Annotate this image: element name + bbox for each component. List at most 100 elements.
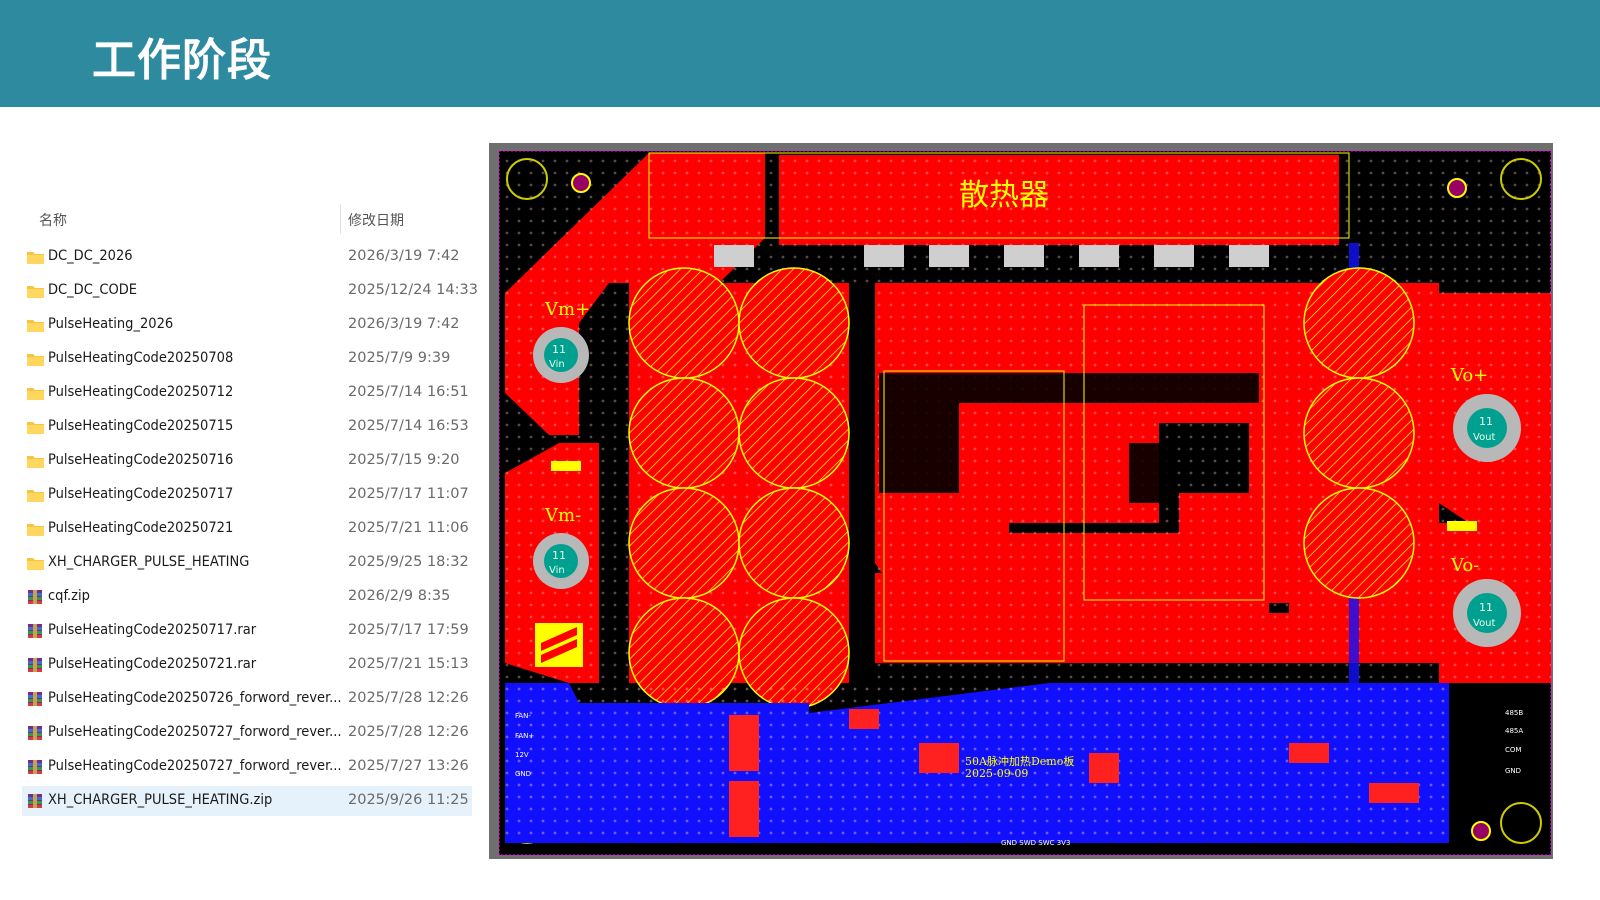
file-name: PulseHeatingCode20250712 [48, 384, 234, 400]
file-name: PulseHeatingCode20250721.rar [48, 656, 257, 672]
pcb-layout-image: 散热器 Vm+ 11 Vin Vm- [489, 143, 1553, 859]
file-row[interactable]: PulseHeatingCode20250727_forword_rever..… [22, 752, 472, 782]
modified-date: 2026/3/19 7:42 [348, 316, 460, 332]
folder-icon [27, 487, 44, 502]
modified-date: 2025/7/21 11:06 [348, 520, 469, 536]
modified-date: 2025/7/27 13:26 [348, 758, 469, 774]
file-name: XH_CHARGER_PULSE_HEATING.zip [48, 792, 273, 808]
svg-text:485A: 485A [1505, 727, 1523, 735]
file-name: PulseHeatingCode20250716 [48, 452, 234, 468]
svg-text:FAN-: FAN- [515, 712, 531, 720]
heatsink-label: 散热器 [959, 178, 1049, 213]
folder-row[interactable]: PulseHeatingCode20250721 2025/7/21 11:06 [22, 514, 472, 544]
capacitor-group [628, 267, 1415, 709]
modified-date: 2025/7/9 9:39 [348, 350, 451, 366]
svg-text:11: 11 [552, 549, 566, 562]
folder-icon [27, 453, 44, 468]
archive-icon [27, 759, 44, 774]
folder-row[interactable]: PulseHeating_2026 2026/3/19 7:42 [22, 310, 472, 340]
file-name: DC_DC_CODE [48, 282, 138, 298]
folder-row[interactable]: PulseHeatingCode20250715 2025/7/14 16:53 [22, 412, 472, 442]
archive-icon [27, 623, 44, 638]
folder-row[interactable]: PulseHeatingCode20250712 2025/7/14 16:51 [22, 378, 472, 408]
folder-icon [27, 351, 44, 366]
file-name: PulseHeatingCode20250717 [48, 486, 234, 502]
svg-text:12V: 12V [515, 751, 529, 759]
file-name: PulseHeating_2026 [48, 316, 174, 332]
modified-date: 2025/9/25 18:32 [348, 554, 469, 570]
svg-text:11: 11 [552, 343, 566, 356]
mosfet-row [714, 245, 1269, 267]
modified-date: 2026/3/19 7:42 [348, 248, 460, 264]
file-name: DC_DC_2026 [48, 248, 133, 264]
svg-text:Vm-: Vm- [544, 505, 581, 526]
column-header-name[interactable]: 名称 [39, 213, 67, 229]
modified-date: 2025/7/28 12:26 [348, 690, 469, 706]
archive-icon [27, 725, 44, 740]
svg-text:Vout: Vout [1473, 432, 1496, 443]
terminal-vm-minus: Vm- 11 Vin [533, 505, 589, 589]
terminal-vo-minus: Vo- 11 Vout [1450, 555, 1521, 647]
terminal-vm-plus: Vm+ 11 Vin [533, 299, 590, 383]
file-name: PulseHeatingCode20250721 [48, 520, 234, 536]
modified-date: 2025/7/17 17:59 [348, 622, 469, 638]
archive-icon [27, 691, 44, 706]
column-header-modified[interactable]: 修改日期 [348, 213, 404, 229]
folder-row[interactable]: PulseHeatingCode20250717 2025/7/17 11:07 [22, 480, 472, 510]
svg-text:FAN+: FAN+ [515, 732, 534, 740]
folder-icon [27, 317, 44, 332]
modified-date: 2025/7/14 16:53 [348, 418, 469, 434]
svg-text:11: 11 [1479, 601, 1493, 614]
svg-text:Vm+: Vm+ [544, 299, 590, 320]
terminal-vo-plus: Vo+ 11 Vout [1450, 365, 1521, 462]
svg-text:COM: COM [1505, 746, 1521, 754]
file-row[interactable]: cqf.zip 2026/2/9 8:35 [22, 582, 472, 612]
column-divider[interactable] [340, 204, 341, 234]
file-row[interactable]: XH_CHARGER_PULSE_HEATING.zip 2025/9/26 11… [22, 786, 472, 816]
folder-icon [27, 249, 44, 264]
folder-row[interactable]: DC_DC_2026 2026/3/19 7:42 [22, 242, 472, 272]
modified-date: 2025/7/17 11:07 [348, 486, 469, 502]
folder-row[interactable]: DC_DC_CODE 2025/12/24 14:33 [22, 276, 478, 306]
folder-icon [27, 283, 44, 298]
board-date: 2025-09-09 [965, 767, 1028, 780]
svg-text:Vo+: Vo+ [1450, 365, 1488, 386]
archive-icon [27, 657, 44, 672]
svg-text:Vo-: Vo- [1450, 555, 1479, 576]
file-name: PulseHeatingCode20250715 [48, 418, 234, 434]
folder-row[interactable]: PulseHeatingCode20250716 2025/7/15 9:20 [22, 446, 472, 476]
svg-text:GND: GND [515, 770, 531, 778]
svg-text:Vin: Vin [549, 565, 565, 576]
folder-icon [27, 555, 44, 570]
modified-date: 2025/7/28 12:26 [348, 724, 469, 740]
modified-date: 2025/7/21 15:13 [348, 656, 469, 672]
modified-date: 2025/9/26 11:25 [348, 792, 469, 808]
svg-text:Vin: Vin [549, 359, 565, 370]
svg-text:11: 11 [1479, 415, 1493, 428]
file-row[interactable]: PulseHeatingCode20250727_forword_rever..… [22, 718, 472, 748]
svg-text:485B: 485B [1505, 709, 1523, 717]
folder-icon [27, 521, 44, 536]
pcb-svg: 散热器 Vm+ 11 Vin Vm- [498, 150, 1552, 856]
modified-date: 2026/2/9 8:35 [348, 588, 451, 604]
modified-date: 2025/7/15 9:20 [348, 452, 460, 468]
modified-date: 2025/12/24 14:33 [348, 282, 478, 298]
board-title: 50A脉冲加热Demo板 [965, 754, 1074, 768]
slide-title: 工作阶段 [92, 35, 272, 86]
svg-text:GND: GND [1505, 767, 1521, 775]
folder-row[interactable]: XH_CHARGER_PULSE_HEATING 2025/9/25 18:32 [22, 548, 472, 578]
file-name: PulseHeatingCode20250727_forword_rever..… [48, 758, 342, 774]
file-name: PulseHeatingCode20250726_forword_rever..… [48, 690, 342, 706]
svg-text:GND SWD SWC 3V3: GND SWD SWC 3V3 [1001, 839, 1070, 847]
folder-icon [27, 385, 44, 400]
archive-icon [27, 793, 44, 808]
file-row[interactable]: PulseHeatingCode20250721.rar 2025/7/21 15… [22, 650, 472, 680]
folder-icon [27, 419, 44, 434]
file-name: cqf.zip [48, 588, 90, 604]
file-row[interactable]: PulseHeatingCode20250726_forword_rever..… [22, 684, 472, 714]
modified-date: 2025/7/14 16:51 [348, 384, 469, 400]
file-name: PulseHeatingCode20250727_forword_rever..… [48, 724, 342, 740]
file-name: XH_CHARGER_PULSE_HEATING [48, 554, 250, 570]
